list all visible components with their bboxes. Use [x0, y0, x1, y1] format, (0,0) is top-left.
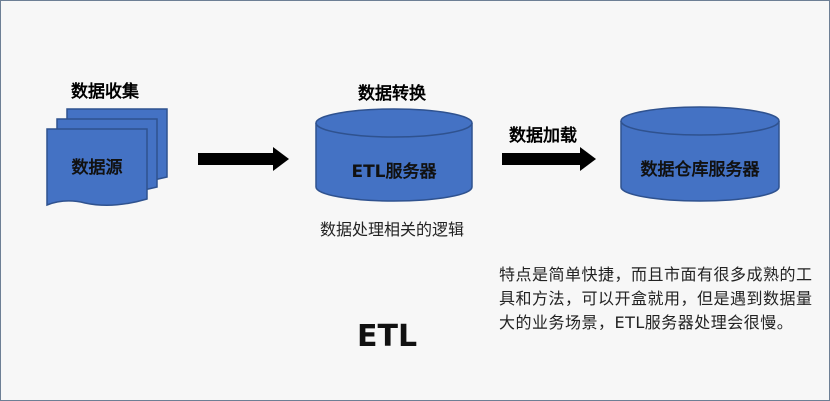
warehouse-server-cylinder: [620, 106, 780, 202]
diagram-title: ETL: [357, 319, 418, 354]
etl-server-cylinder: [315, 108, 473, 202]
stage-load-label: 数据加载: [509, 126, 577, 146]
etl-note: 特点是简单快捷，而且市面有很多成熟的工具和方法，可以开盒就用，但是遇到数据量大的…: [499, 265, 813, 332]
etl-server-label: ETL服务器: [351, 162, 437, 182]
stage-collect-label: 数据收集: [71, 82, 139, 102]
arrow-transform-to-load: [502, 147, 596, 171]
data-source-label: 数据源: [71, 158, 123, 178]
warehouse-server-label: 数据仓库服务器: [640, 160, 760, 180]
arrow-extract-to-transform: [198, 147, 289, 171]
etl-description: 数据处理相关的逻辑: [320, 220, 465, 239]
data-source-shape: [46, 108, 168, 207]
stage-transform-label: 数据转换: [358, 84, 426, 104]
